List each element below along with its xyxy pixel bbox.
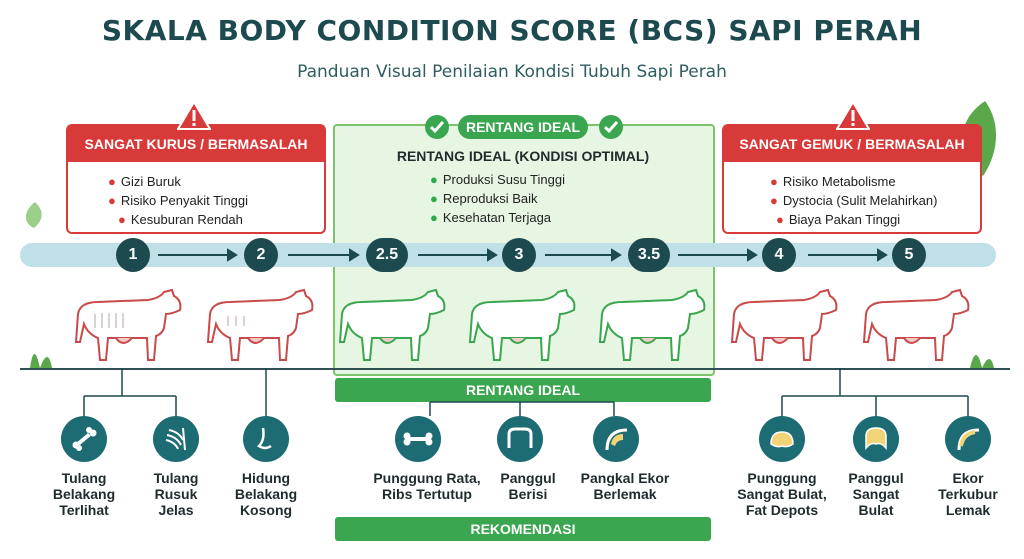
pelvis-icon [497, 416, 543, 462]
scale-node: 2.5 [366, 238, 408, 272]
list-item: ●Produksi Susu Tinggi [430, 172, 565, 187]
cow-bcs-3-icon [469, 289, 576, 361]
warning-icon [177, 100, 211, 130]
bone-icon [61, 416, 107, 462]
tail-fat-icon [945, 416, 991, 462]
check-icon [599, 115, 623, 139]
left-list: ●Gizi Buruk ●Risiko Penyakit Tinggi ●Kes… [108, 172, 324, 229]
scale-arrows [158, 248, 888, 262]
cow-bcs-4-icon [731, 289, 838, 361]
list-item: ●Gizi Buruk [108, 174, 181, 189]
cow-bcs-1-icon [75, 289, 182, 361]
scale-node: 3 [502, 238, 536, 272]
fat-depot-icon [759, 416, 805, 462]
page-title: SKALA BODY CONDITION SCORE (BCS) SAPI PE… [101, 14, 923, 47]
list-item: ●Dystocia (Sulit Melahirkan) [770, 193, 938, 208]
recommendation-bar: REKOMENDASI [335, 517, 711, 541]
ribs-icon [153, 416, 199, 462]
leaf-decoration-icon [25, 202, 42, 228]
left-warning-panel: SANGAT KURUS / BERMASALAH ●Gizi Buruk ●R… [66, 124, 326, 234]
panel-header: SANGAT GEMUK / BERMASALAH [724, 126, 980, 162]
scale-node: 3.5 [628, 238, 670, 272]
list-item: ●Kesehatan Terjaga [430, 210, 552, 225]
ideal-range-bar: RENTANG IDEAL [335, 378, 711, 402]
indicator-label: Panggul Berisi [500, 470, 556, 502]
scale-node: 4 [762, 238, 796, 272]
indicator-label: Ekor Terkubur Lemak [938, 470, 998, 518]
right-list: ●Risiko Metabolisme ●Dystocia (Sulit Mel… [770, 172, 980, 229]
cow-bcs-2-icon [207, 289, 314, 361]
indicator-label: Punggung Rata, Ribs Tertutup [373, 470, 481, 502]
indicator-label: Panggul Sangat Bulat [848, 470, 904, 518]
panel-header: SANGAT KURUS / BERMASALAH [68, 126, 324, 162]
page-subtitle: Panduan Visual Penilaian Kondisi Tubuh S… [297, 62, 727, 82]
cow-bcs-5-icon [863, 289, 970, 361]
indicator-connectors [83, 368, 969, 416]
cow-bcs-25-icon [339, 289, 446, 361]
warning-icon [836, 100, 870, 130]
ideal-heading: RENTANG IDEAL (KONDISI OPTIMAL) [396, 148, 650, 164]
scale-node: 1 [116, 238, 150, 272]
indicator-label: Hidung Belakang Kosong [234, 470, 298, 518]
indicator-label: Punggung Sangat Bulat, Fat Depots [737, 470, 827, 518]
bone-icon [395, 416, 441, 462]
pelvis-round-icon [853, 416, 899, 462]
nose-icon [243, 416, 289, 462]
list-item: ●Risiko Metabolisme [770, 174, 896, 189]
ground-line [20, 368, 1010, 370]
indicator-label: Tulang Belakang Terlihat [52, 470, 116, 518]
list-item: ●Kesuburan Rendah [118, 212, 243, 227]
ideal-badge: RENTANG IDEAL [458, 115, 588, 139]
indicator-label: Tulang Rusuk Jelas [153, 470, 199, 518]
scale-node: 2 [244, 238, 278, 272]
list-item: ●Biaya Pakan Tinggi [776, 212, 901, 227]
right-warning-panel: SANGAT GEMUK / BERMASALAH ●Risiko Metabo… [722, 124, 982, 234]
ideal-list: ●Produksi Susu Tinggi ●Reproduksi Baik ●… [430, 170, 610, 227]
cow-bcs-35-icon [599, 289, 706, 361]
check-icon [425, 115, 449, 139]
tailhead-icon [593, 416, 639, 462]
list-item: ●Risiko Penyakit Tinggi [108, 193, 249, 208]
indicator-label: Pangkal Ekor Berlemak [580, 470, 670, 502]
scale-node: 5 [892, 238, 926, 272]
list-item: ●Reproduksi Baik [430, 191, 538, 206]
cow-illustrations [30, 289, 994, 368]
